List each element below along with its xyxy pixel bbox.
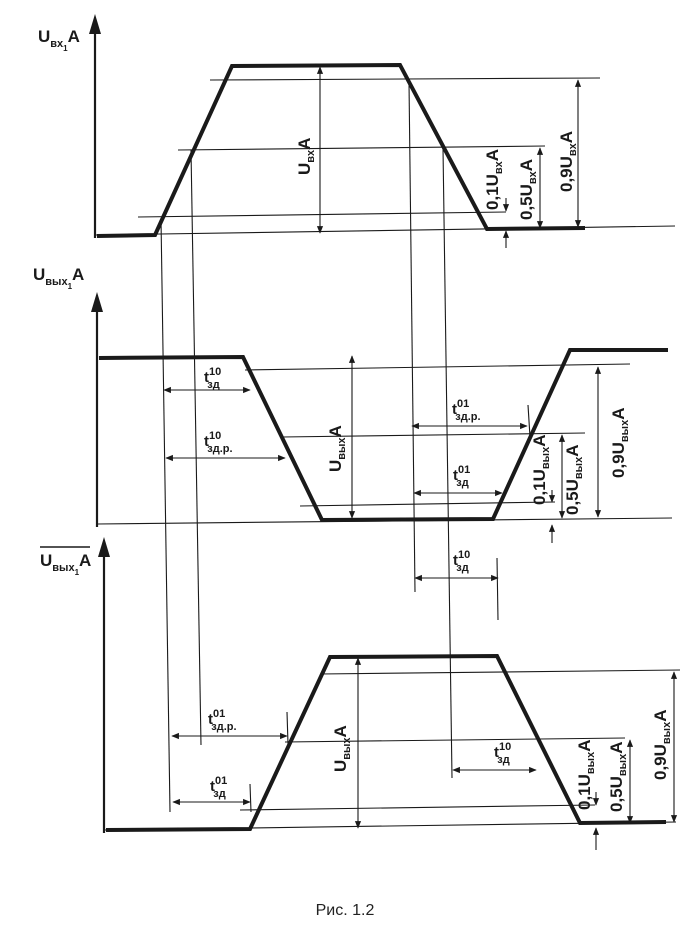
level-0-1-inverted <box>239 804 596 811</box>
label-0-5-output: 0,5UвыхA <box>563 445 585 515</box>
label-amplitude-input: UвхA <box>295 138 317 175</box>
projection-fall-0-9 <box>408 81 416 593</box>
label-amplitude-inverted: UвыхA <box>331 725 353 772</box>
y-axis-output-arrow-icon <box>91 292 103 312</box>
label-0-5-input: 0,5UвхA <box>517 159 539 220</box>
waveform-input <box>96 62 586 238</box>
tick-t01-zdr-inverted <box>286 711 289 745</box>
level-0-1-input <box>137 211 507 218</box>
tick-t10-zd-top-inverted <box>496 557 499 621</box>
tick-t01-zdr-output <box>527 404 531 438</box>
projection-rise-0-1 <box>160 218 171 813</box>
projection-fall-0-5 <box>442 147 453 779</box>
level-0-5-input <box>177 145 546 151</box>
label-0-1-input: 0,1UвхA <box>483 149 505 210</box>
label-0-9-input: 0,9UвхA <box>557 131 579 192</box>
figure-caption: Рис. 1.2 <box>315 902 375 919</box>
label-amplitude-output: UвыхA <box>326 425 348 472</box>
tick-t01-zd-inverted <box>249 783 252 813</box>
waveform-output <box>98 348 668 523</box>
label-0-9-inverted: 0,9UвыхA <box>651 710 673 780</box>
y-axis-input-arrow-icon <box>89 14 101 34</box>
level-0-5-output <box>281 432 586 438</box>
label-0-5-inverted: 0,5UвыхA <box>607 742 629 812</box>
waveform-inverted <box>105 653 667 832</box>
y-axis-inverted-arrow-icon <box>98 537 110 557</box>
level-0-1-output <box>299 501 556 507</box>
level-0-5-inverted <box>284 737 626 743</box>
level-0-9-inverted <box>319 669 681 675</box>
level-0-9-output <box>244 363 631 371</box>
level-0-9-input <box>209 77 601 81</box>
panel-input: Uвх1A UвхA 0,1UвхA 0,5UвхA 0,9UвхA <box>38 14 676 248</box>
axis-label-output: Uвых1A <box>33 265 84 291</box>
label-0-1-inverted: 0,1UвыхA <box>575 740 597 810</box>
label-0-9-output: 0,9UвыхA <box>609 408 631 478</box>
label-0-1-output: 0,1UвыхA <box>530 435 552 505</box>
axis-label-inverted: Uвых1A <box>40 551 91 577</box>
projection-rise-0-5 <box>190 149 202 746</box>
baseline-input <box>94 225 676 236</box>
axis-label-input: Uвх1A <box>38 27 80 53</box>
